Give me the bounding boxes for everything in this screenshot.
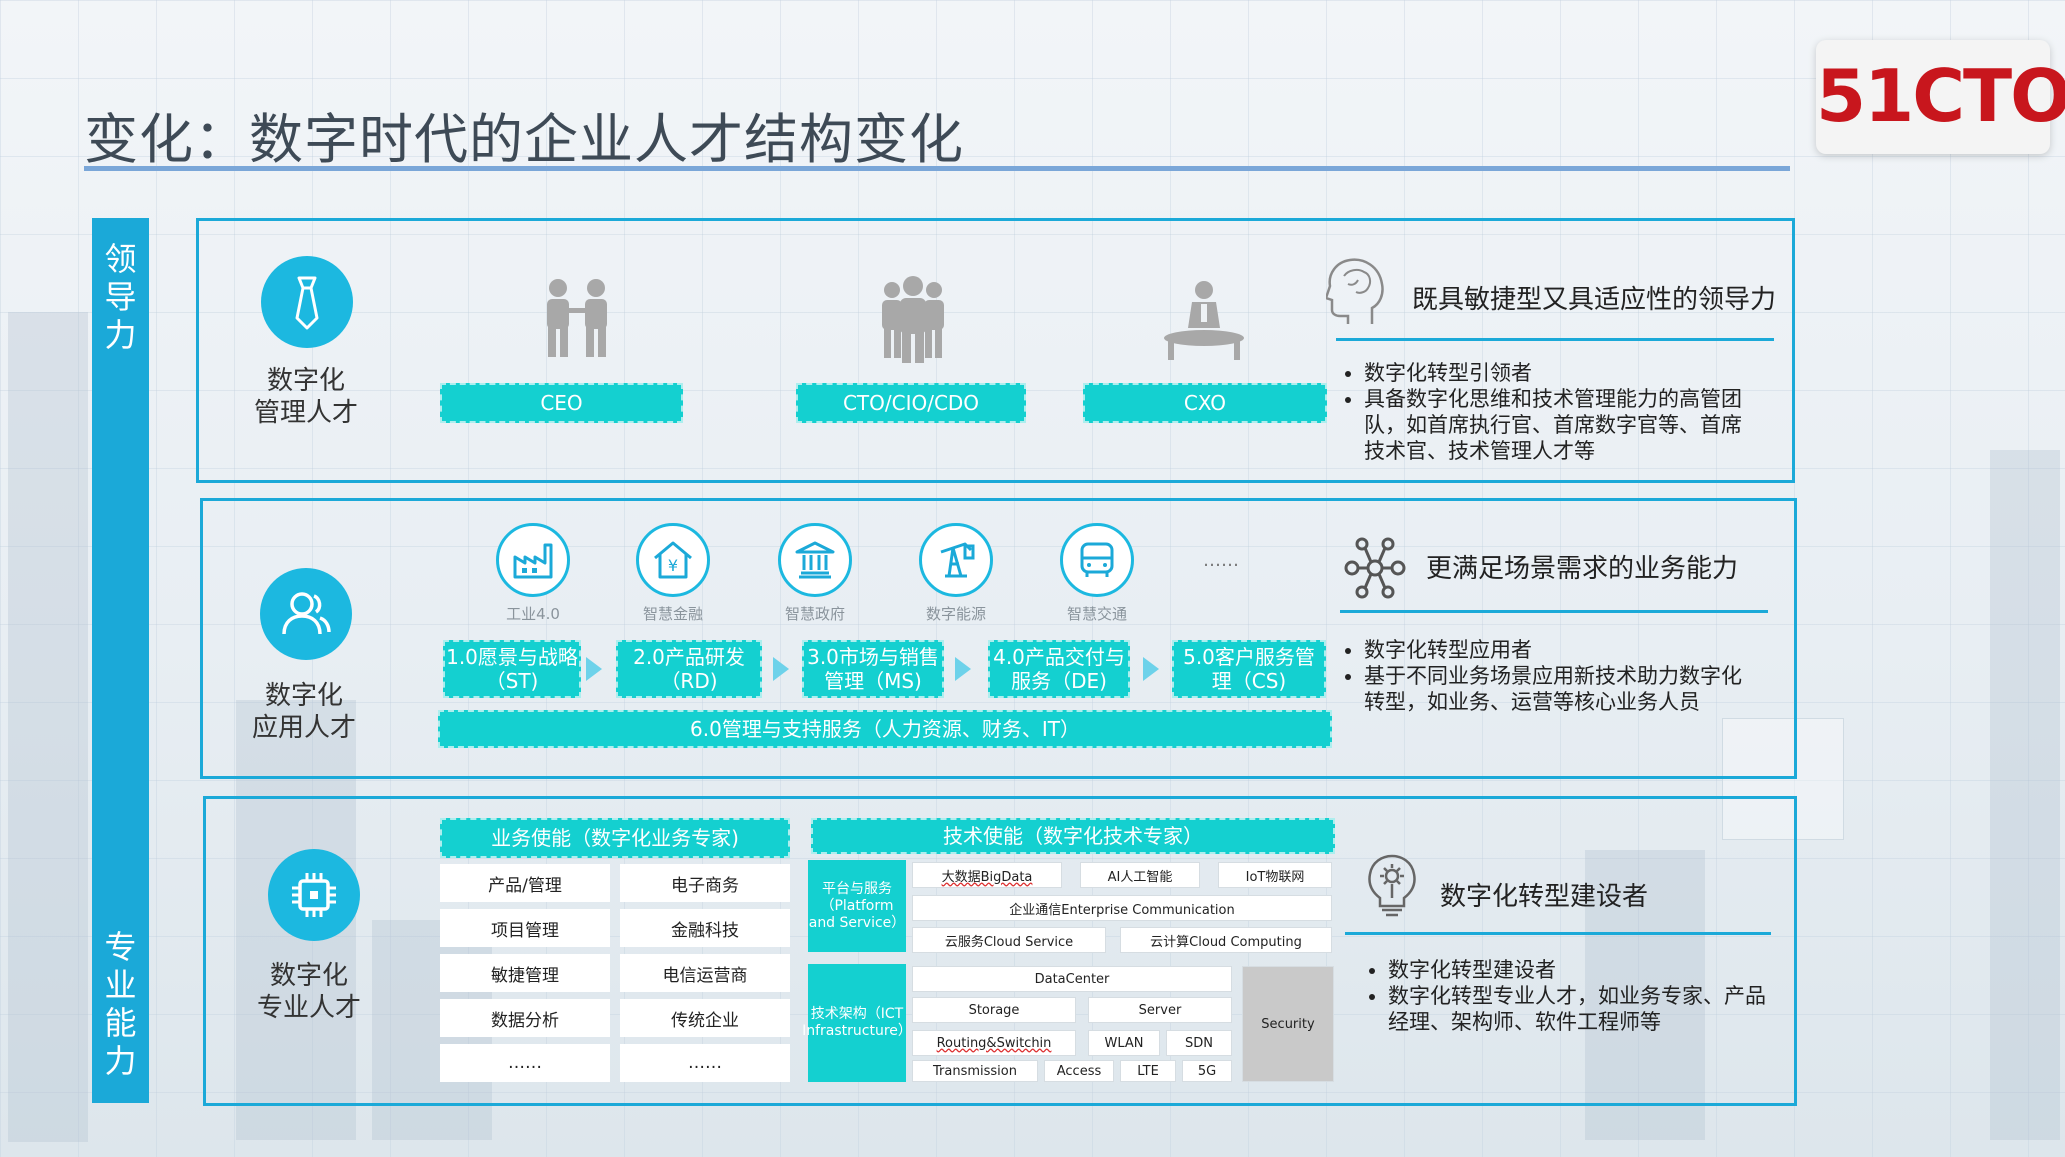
process-step: 3.0市场与销售管理（MS) xyxy=(802,640,944,698)
network-nodes-icon xyxy=(1344,537,1406,599)
tech-cell: Routing&Switchin xyxy=(912,1030,1076,1056)
support-services-bar: 6.0管理与支持服务（人力资源、财务、IT） xyxy=(438,710,1332,748)
business-cell: 电子商务 xyxy=(620,864,790,902)
government-building-icon xyxy=(778,523,852,597)
business-cell: 传统企业 xyxy=(620,999,790,1037)
two-people-icon xyxy=(547,279,607,357)
tech-cell: 云服务Cloud Service xyxy=(912,927,1106,953)
process-step: 4.0产品交付与服务（DE) xyxy=(988,640,1130,698)
bank-house-icon: ¥ xyxy=(636,523,710,597)
tech-cell: WLAN xyxy=(1088,1030,1160,1056)
more-industries: …… xyxy=(1203,550,1239,571)
security-cell: Security xyxy=(1242,966,1334,1082)
business-cell: …… xyxy=(620,1044,790,1082)
business-cell: 数据分析 xyxy=(440,999,610,1037)
background-decoration xyxy=(8,312,88,1142)
tech-cell: Access xyxy=(1044,1060,1114,1082)
user-icon xyxy=(260,568,352,660)
role-name-professional: 数字化专业人才 xyxy=(256,961,361,1023)
tech-cell: 大数据BigData xyxy=(912,862,1062,888)
arrow-right-icon xyxy=(955,657,971,681)
role-name-application: 数字化应用人才 xyxy=(251,681,356,743)
industry-label: 智慧金融 xyxy=(642,605,703,623)
business-cell: 敏捷管理 xyxy=(440,954,610,992)
panel1-bullets: 数字化转型引领者 具备数字化思维和技术管理能力的高管团队，如首席执行官、首席数字… xyxy=(1336,360,1756,464)
tech-cell: DataCenter xyxy=(912,966,1232,992)
process-step: 5.0客户服务管理（CS) xyxy=(1172,640,1326,698)
oil-pump-icon xyxy=(919,523,993,597)
tie-icon xyxy=(261,256,353,348)
brain-head-icon xyxy=(1326,258,1384,324)
background-decoration xyxy=(1585,850,1705,1140)
panel-management xyxy=(196,218,1795,483)
panel3-heading: 数字化转型建设者 xyxy=(1440,882,1649,912)
business-cell: …… xyxy=(440,1044,610,1082)
panel2-bullets: 数字化转型应用者 基于不同业务场景应用新技术助力数字化转型，如业务、运营等核心业… xyxy=(1336,637,1744,715)
background-decoration xyxy=(1722,718,1844,840)
role-ceo: CEO xyxy=(440,383,683,423)
panel3-heading-line xyxy=(1345,932,1771,935)
tech-cell: Server xyxy=(1088,997,1232,1023)
tech-cell: Storage xyxy=(912,997,1076,1023)
title-underline xyxy=(84,166,1790,171)
bullet: 基于不同业务场景应用新技术助力数字化转型，如业务、运营等核心业务人员 xyxy=(1364,663,1744,715)
role-cxo: CXO xyxy=(1083,383,1327,423)
tech-cell: 云计算Cloud Computing xyxy=(1120,927,1332,953)
role-cto: CTO/CIO/CDO xyxy=(796,383,1026,423)
bullet: 具备数字化思维和技术管理能力的高管团队，如首席执行官、首席数字官等、首席技术官、… xyxy=(1364,386,1756,464)
arrow-right-icon xyxy=(773,657,789,681)
platform-services-label: 平台与服务（Platform and Service） xyxy=(808,860,906,952)
business-cell: 金融科技 xyxy=(620,909,790,947)
panel-application xyxy=(200,498,1797,779)
lightbulb-gear-icon xyxy=(1368,854,1416,917)
panel2-heading: 更满足场景需求的业务能力 xyxy=(1426,554,1739,584)
tech-cell: IoT物联网 xyxy=(1218,862,1332,888)
arrow-right-icon xyxy=(586,657,602,681)
panel3-bullets: 数字化转型建设者 数字化转型专业人才，如业务专家、产品经理、架构师、软件工程师等 xyxy=(1360,957,1770,1035)
process-step: 2.0产品研发（RD) xyxy=(616,640,762,698)
svg-text:¥: ¥ xyxy=(668,556,678,575)
tech-cell: AI人工智能 xyxy=(1080,862,1200,888)
industry-label: 工业4.0 xyxy=(506,605,560,623)
vertical-axis-bar: 领 导 力 专 业 能 力 xyxy=(92,218,149,1103)
tech-cell: 5G xyxy=(1182,1060,1232,1082)
axis-label-top: 领 导 力 xyxy=(104,240,137,354)
tech-cell: Transmission xyxy=(912,1060,1038,1082)
logo-box: 51CTO xyxy=(1816,40,2065,154)
group-people-icon xyxy=(882,276,944,363)
business-cell: 产品/管理 xyxy=(440,864,610,902)
tech-cell: 企业通信Enterprise Communication xyxy=(912,895,1332,921)
page-title: 变化：数字时代的企业人才结构变化 xyxy=(84,108,964,171)
role-name-management: 数字化管理人才 xyxy=(253,366,358,428)
business-cell: 项目管理 xyxy=(440,909,610,947)
industry-label: 智慧政府 xyxy=(784,605,845,623)
panel-professional xyxy=(203,796,1797,1106)
chip-icon xyxy=(268,849,360,941)
tech-cell: LTE xyxy=(1120,1060,1176,1082)
axis-label-bottom: 专 业 能 力 xyxy=(104,928,137,1080)
process-step: 1.0愿景与战略（ST) xyxy=(443,640,581,698)
factory-icon xyxy=(496,523,570,597)
tech-cell: SDN xyxy=(1166,1030,1232,1056)
background-decoration xyxy=(1990,450,2060,1140)
business-header: 业务使能（数字化业务专家) xyxy=(440,818,790,858)
panel1-heading-line xyxy=(1336,338,1774,341)
tech-header: 技术使能（数字化技术专家） xyxy=(811,818,1335,854)
brand-logo: 51CTO xyxy=(1816,54,2065,138)
panel2-heading-line xyxy=(1340,610,1768,613)
industry-label: 智慧交通 xyxy=(1066,605,1127,623)
panel1-heading: 既具敏捷型又具适应性的领导力 xyxy=(1412,285,1777,315)
executive-desk-icon xyxy=(1164,281,1244,360)
bus-icon xyxy=(1060,523,1134,597)
business-cell: 电信运营商 xyxy=(620,954,790,992)
arrow-right-icon xyxy=(1143,657,1159,681)
industry-label: 数字能源 xyxy=(925,605,986,623)
bullet: 数字化转型建设者 xyxy=(1388,957,1770,983)
bullet: 数字化转型专业人才，如业务专家、产品经理、架构师、软件工程师等 xyxy=(1388,983,1770,1035)
ict-infrastructure-label: 技术架构（ICT Infrastructure） xyxy=(802,964,912,1082)
bullet: 数字化转型引领者 xyxy=(1364,360,1756,386)
bullet: 数字化转型应用者 xyxy=(1364,637,1744,663)
